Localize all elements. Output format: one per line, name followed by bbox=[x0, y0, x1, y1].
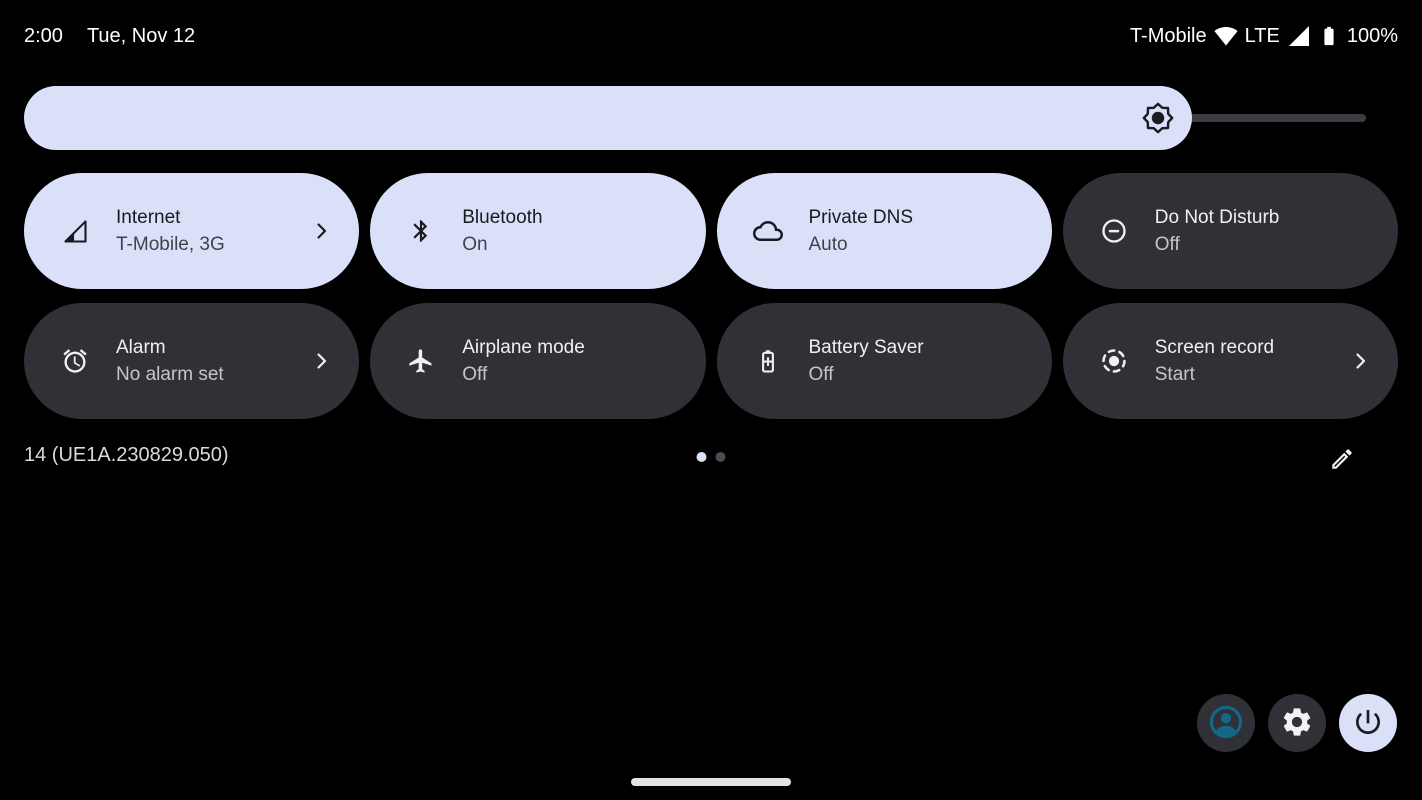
tile-subtitle: Off bbox=[462, 363, 488, 385]
pencil-icon bbox=[1329, 446, 1355, 475]
tile-airplane-mode[interactable]: Airplane mode Off bbox=[370, 303, 706, 419]
power-button[interactable] bbox=[1339, 694, 1397, 752]
user-avatar-icon bbox=[1207, 703, 1245, 744]
tile-title: Private DNS bbox=[808, 206, 914, 228]
battery-saver-icon bbox=[753, 347, 783, 375]
date: Tue, Nov 12 bbox=[86, 24, 196, 47]
tile-title: Screen record bbox=[1154, 336, 1275, 358]
network-type-label: LTE bbox=[1244, 24, 1280, 47]
shade-action-buttons bbox=[1197, 694, 1397, 752]
quick-settings-grid: Internet T-Mobile, 3G Bluetooth On Priva… bbox=[24, 173, 1398, 419]
tile-subtitle: Off bbox=[1154, 233, 1180, 255]
tile-subtitle: T-Mobile, 3G bbox=[116, 233, 225, 255]
do-not-disturb-icon bbox=[1099, 217, 1129, 245]
tile-subtitle: Auto bbox=[808, 233, 848, 255]
wifi-icon bbox=[1214, 24, 1238, 48]
user-switcher-button[interactable] bbox=[1197, 694, 1255, 752]
battery-percent-label: 100% bbox=[1346, 24, 1398, 47]
home-indicator-handle[interactable] bbox=[631, 778, 791, 786]
shade-footer: 14 (UE1A.230829.050) bbox=[24, 440, 1398, 474]
build-number: 14 (UE1A.230829.050) bbox=[24, 444, 229, 466]
tile-title: Alarm bbox=[116, 336, 166, 358]
page-dot-inactive bbox=[715, 452, 726, 462]
page-dot-active bbox=[696, 452, 707, 462]
tile-battery-saver[interactable]: Battery Saver Off bbox=[716, 303, 1052, 419]
cellular-signal-icon bbox=[1287, 24, 1311, 48]
bluetooth-icon bbox=[406, 218, 436, 244]
tile-alarm[interactable]: Alarm No alarm set bbox=[24, 303, 360, 419]
alarm-icon bbox=[60, 347, 90, 375]
tile-internet[interactable]: Internet T-Mobile, 3G bbox=[24, 173, 360, 289]
tile-title: Airplane mode bbox=[462, 336, 585, 358]
tile-subtitle: On bbox=[462, 233, 488, 255]
cloud-icon bbox=[752, 216, 783, 246]
tile-subtitle: Off bbox=[808, 363, 834, 385]
airplane-icon bbox=[406, 347, 436, 375]
carrier-label: T-Mobile bbox=[1129, 24, 1207, 47]
chevron-right-icon bbox=[309, 349, 333, 373]
brightness-slider[interactable] bbox=[24, 86, 1366, 150]
tile-private-dns[interactable]: Private DNS Auto bbox=[716, 173, 1052, 289]
tile-title: Internet bbox=[116, 206, 181, 228]
status-bar: 2:00 Tue, Nov 12 T-Mobile LTE 100% bbox=[24, 20, 1398, 52]
gear-icon bbox=[1280, 705, 1314, 742]
tile-title: Bluetooth bbox=[462, 206, 543, 228]
power-icon bbox=[1352, 706, 1384, 741]
edit-tiles-button[interactable] bbox=[1322, 440, 1362, 480]
brightness-fill[interactable] bbox=[24, 86, 1192, 150]
brightness-icon bbox=[1141, 101, 1175, 135]
tile-title: Do Not Disturb bbox=[1154, 206, 1280, 228]
cellular-signal-icon bbox=[60, 217, 90, 245]
tile-bluetooth[interactable]: Bluetooth On bbox=[370, 173, 706, 289]
tile-subtitle: No alarm set bbox=[116, 363, 224, 385]
chevron-right-icon bbox=[1348, 349, 1372, 373]
chevron-right-icon bbox=[309, 219, 333, 243]
tile-title: Battery Saver bbox=[808, 336, 924, 358]
settings-button[interactable] bbox=[1268, 694, 1326, 752]
battery-icon bbox=[1318, 24, 1340, 48]
screen-record-icon bbox=[1099, 347, 1129, 375]
page-indicator bbox=[696, 452, 726, 462]
tile-screen-record[interactable]: Screen record Start bbox=[1062, 303, 1398, 419]
clock: 2:00 bbox=[24, 24, 63, 47]
tile-subtitle: Start bbox=[1154, 363, 1195, 385]
tile-do-not-disturb[interactable]: Do Not Disturb Off bbox=[1062, 173, 1398, 289]
